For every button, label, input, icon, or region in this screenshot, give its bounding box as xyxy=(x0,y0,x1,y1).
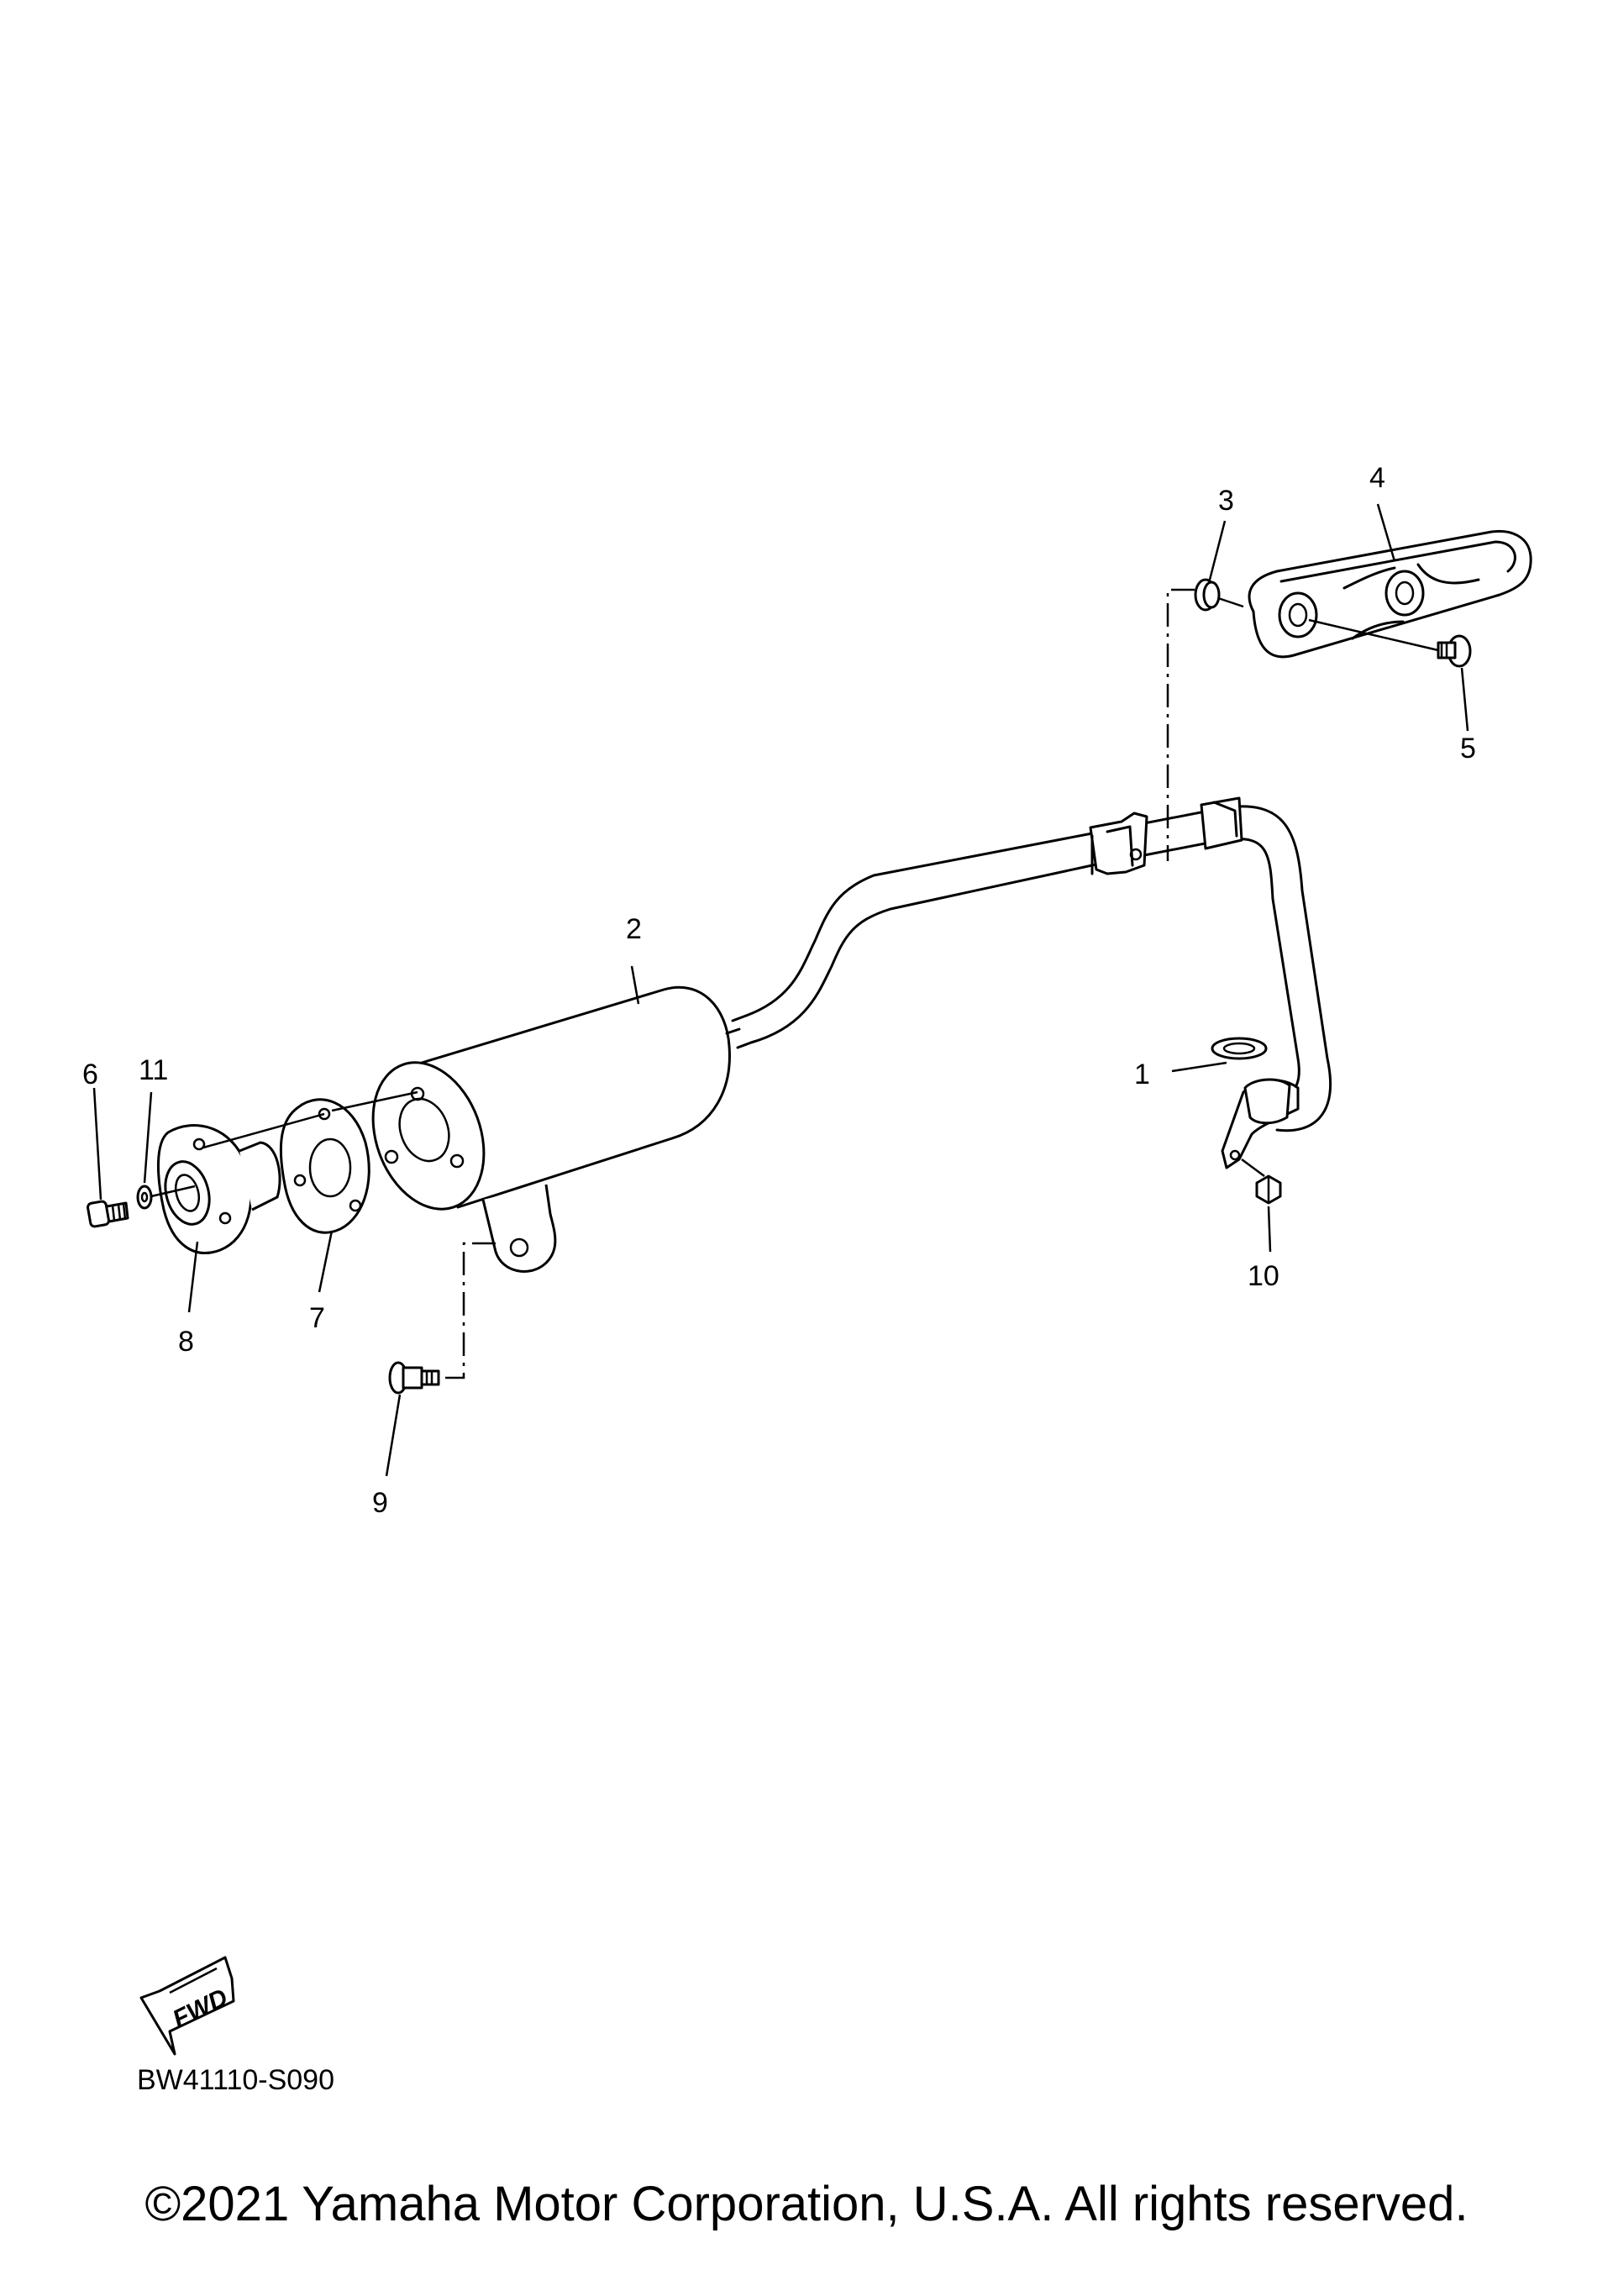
callout-1: 1 xyxy=(1134,1059,1150,1090)
protector-screw xyxy=(1437,634,1472,668)
callout-6: 6 xyxy=(82,1059,98,1090)
flange-bolt xyxy=(388,1361,440,1395)
spark-arrester xyxy=(156,1124,281,1254)
copyright-notice: ©2021 Yamaha Motor Corporation, U.S.A. A… xyxy=(144,2177,1469,2231)
washer xyxy=(136,1185,153,1210)
callout-2: 2 xyxy=(626,913,642,945)
damper-collar xyxy=(1194,578,1221,612)
bolt xyxy=(87,1200,129,1228)
fwd-arrow-icon: FWD xyxy=(139,1956,235,2056)
muffler xyxy=(371,985,741,1273)
diagram-code: BW41110-S090 xyxy=(137,2064,334,2096)
gasket xyxy=(279,1098,370,1234)
callout-8: 8 xyxy=(178,1326,194,1358)
callout-4: 4 xyxy=(1369,462,1385,494)
callout-11: 11 xyxy=(139,1054,168,1086)
heat-protector xyxy=(1248,530,1532,659)
flange-nut xyxy=(1255,1174,1282,1205)
callout-7: 7 xyxy=(309,1302,325,1334)
callout-leaders xyxy=(92,503,1469,1477)
exhaust-flange xyxy=(1221,1078,1300,1169)
callout-labels: 1 2 3 4 5 6 7 8 9 10 11 xyxy=(82,462,1476,1519)
callout-10: 10 xyxy=(1248,1260,1279,1292)
callout-5: 5 xyxy=(1460,733,1476,764)
exhaust-pipe xyxy=(731,796,1332,1132)
exhaust-gasket xyxy=(1211,1037,1268,1060)
callout-3: 3 xyxy=(1218,485,1234,517)
callout-9: 9 xyxy=(372,1487,388,1519)
